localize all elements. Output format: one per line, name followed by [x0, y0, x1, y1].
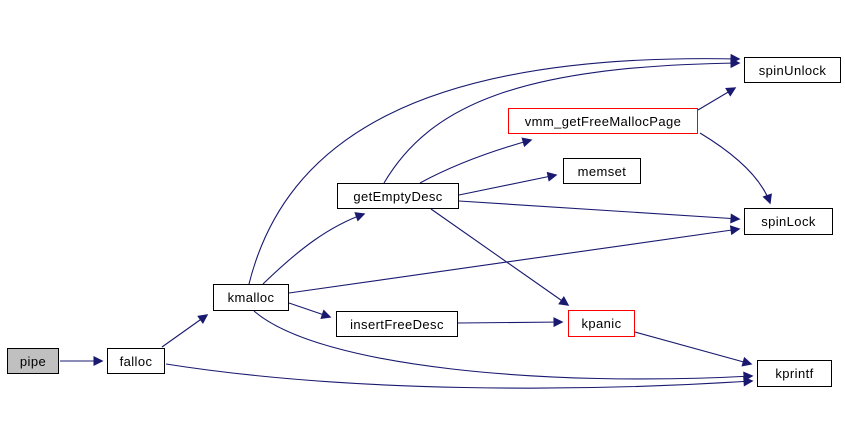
edge-kmalloc-to-insertFreeDesc: [288, 302, 332, 319]
edge-falloc-to-kprintf: [165, 363, 754, 389]
node-label-insertFreeDesc: insertFreeDesc: [350, 316, 444, 332]
edge-kmalloc-to-getEmptyDesc: [262, 212, 366, 285]
node-label-kpanic: kpanic: [581, 316, 622, 331]
edge-getEmptyDesc-to-kpanic: [430, 208, 570, 306]
edge-getEmptyDesc-to-vmm_getFreeMallocPage: [419, 137, 533, 184]
node-label-getEmptyDesc: getEmptyDesc: [353, 188, 443, 204]
edge-kpanic-to-kprintf: [634, 331, 753, 367]
node-spinUnlock[interactable]: spinUnlock: [744, 57, 841, 83]
edge-kmalloc-to-kprintf: [253, 310, 754, 382]
node-label-vmm_getFreeMallocPage: vmm_getFreeMallocPage: [524, 113, 682, 129]
node-kpanic[interactable]: kpanic: [568, 310, 635, 337]
edge-getEmptyDesc-to-memset: [458, 171, 558, 196]
node-label-memset: memset: [577, 163, 627, 179]
node-getEmptyDesc[interactable]: getEmptyDesc: [337, 183, 459, 209]
edge-insertFreeDesc-to-kpanic: [457, 317, 564, 328]
node-label-pipe: pipe: [19, 353, 47, 369]
edge-vmm_getFreeMallocPage-to-spinUnlock: [697, 87, 737, 111]
node-label-kmalloc: kmalloc: [227, 290, 275, 305]
edge-getEmptyDesc-to-spinUnlock: [383, 58, 741, 184]
node-kprintf[interactable]: kprintf: [757, 360, 832, 387]
node-insertFreeDesc[interactable]: insertFreeDesc: [336, 311, 458, 337]
edge-getEmptyDesc-to-spinLock: [458, 200, 741, 224]
node-kmalloc[interactable]: kmalloc: [213, 284, 289, 311]
edge-kmalloc-to-spinLock: [288, 225, 741, 294]
node-memset[interactable]: memset: [563, 158, 641, 184]
node-pipe[interactable]: pipe: [7, 348, 59, 374]
node-label-falloc: falloc: [119, 353, 153, 369]
edge-kmalloc-to-spinUnlock: [248, 53, 741, 285]
edge-falloc-to-kmalloc: [161, 314, 209, 348]
edge-vmm_getFreeMallocPage-to-spinLock: [699, 132, 772, 205]
node-vmm_getFreeMallocPage[interactable]: vmm_getFreeMallocPage: [508, 108, 698, 134]
node-falloc[interactable]: falloc: [107, 348, 165, 374]
node-spinLock[interactable]: spinLock: [744, 208, 833, 235]
node-label-kprintf: kprintf: [775, 366, 814, 381]
node-label-spinLock: spinLock: [761, 214, 816, 229]
node-label-spinUnlock: spinUnlock: [758, 62, 827, 78]
